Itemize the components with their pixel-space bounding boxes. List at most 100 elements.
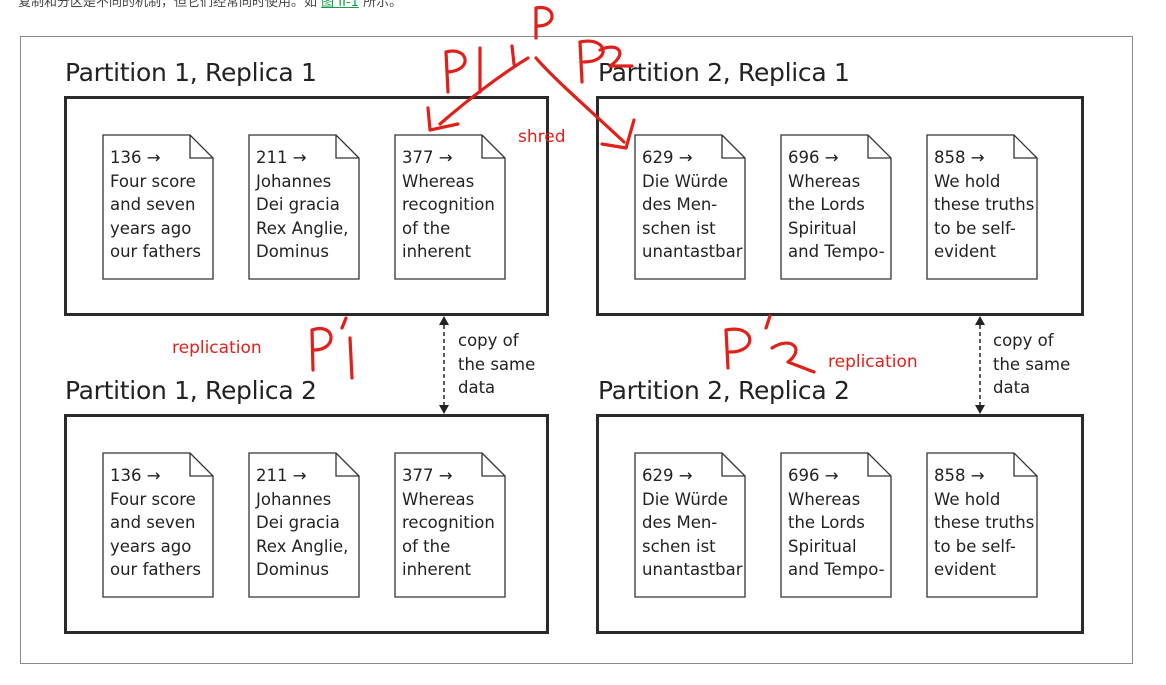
document-line: Whereas xyxy=(788,171,861,191)
document-icon xyxy=(248,452,360,598)
document-line: des Men- xyxy=(642,513,718,532)
document-line: Whereas xyxy=(788,489,861,509)
document-line: inherent xyxy=(402,560,472,579)
copy-arrow xyxy=(439,316,449,414)
document-key: 211 → xyxy=(256,148,307,167)
document-icon xyxy=(780,134,892,280)
caption-suffix: 所示。 xyxy=(363,0,403,10)
document-line: evident xyxy=(934,560,997,579)
document-line: the Lords xyxy=(788,195,865,214)
caption-prefix: 复制和分区是不同的机制，但它们经常同时使用。如 xyxy=(18,0,318,10)
document-text: 136 → Four score and seven years ago our fat… xyxy=(110,464,214,582)
partition-title: Partition 2, Replica 2 xyxy=(598,376,850,405)
document-line: Rex Anglie, xyxy=(256,218,349,238)
document-line: Johannes xyxy=(256,171,332,191)
document-line: Four score xyxy=(110,489,196,509)
document-icon xyxy=(780,452,892,598)
document-icon xyxy=(102,452,214,598)
document-line: evident xyxy=(934,242,997,261)
document-icon xyxy=(394,452,506,598)
document-icon xyxy=(634,134,746,280)
document-line: Die Würde xyxy=(642,489,728,509)
document-key: 629 → xyxy=(642,466,693,485)
replication-annotation: replication xyxy=(172,338,262,358)
partition-title: Partition 1, Replica 1 xyxy=(65,58,317,87)
document-line: unantastbar xyxy=(642,242,743,261)
document-line: years ago xyxy=(110,536,192,556)
document-line: recognition xyxy=(402,195,495,214)
document-icon xyxy=(248,134,360,280)
copy-label-line: copy of xyxy=(993,331,1054,350)
document-key: 858 → xyxy=(934,148,985,167)
document-line: our fathers xyxy=(110,242,201,261)
document-card: 136 → Four score and seven years ago our fat… xyxy=(102,452,214,598)
document-line: our fathers xyxy=(110,560,201,579)
copy-label-line: data xyxy=(993,378,1031,397)
document-card: 629 → Die Würde des Men-schen ist unantastb… xyxy=(634,452,746,598)
document-key: 696 → xyxy=(788,148,839,167)
document-key: 136 → xyxy=(110,148,161,167)
document-line: Dominus xyxy=(256,560,329,579)
document-line: Dei gracia xyxy=(256,195,340,214)
document-line: Dei gracia xyxy=(256,513,340,532)
document-line: and seven xyxy=(110,513,196,532)
document-icon xyxy=(102,134,214,280)
document-line: and seven xyxy=(110,195,196,214)
document-line: to be self- xyxy=(934,218,1016,238)
document-icon xyxy=(926,452,1038,598)
copy-label-line: the same xyxy=(993,354,1071,374)
document-line: to be self- xyxy=(934,536,1016,556)
figure-frame xyxy=(20,36,1133,664)
document-line: schen ist xyxy=(642,218,716,238)
document-key: 629 → xyxy=(642,148,693,167)
document-line: the Lords xyxy=(788,513,865,532)
copy-label: copy of the same data xyxy=(993,329,1070,400)
document-text: 629 → Die Würde des Men-schen ist unantastb… xyxy=(642,464,746,582)
document-line: of the xyxy=(402,536,451,556)
document-line: schen ist xyxy=(642,536,716,556)
copy-label-line: data xyxy=(458,378,496,397)
document-line: Johannes xyxy=(256,489,332,509)
document-line: des Men- xyxy=(642,195,718,214)
document-key: 696 → xyxy=(788,466,839,485)
document-line: of the xyxy=(402,218,451,238)
document-card: 377 → Whereas recognition of the inherent xyxy=(394,452,506,598)
document-line: Rex Anglie, xyxy=(256,536,349,556)
shred-annotation: shred xyxy=(518,127,566,147)
document-line: recognition xyxy=(402,513,495,532)
caption-text: 复制和分区是不同的机制，但它们经常同时使用。如 图 II-1 所示。 xyxy=(18,0,402,12)
document-icon xyxy=(394,134,506,280)
document-line: Whereas xyxy=(402,489,475,509)
copy-label-line: the same xyxy=(458,354,536,374)
partition-title: Partition 1, Replica 2 xyxy=(65,376,317,405)
figure-link[interactable]: 图 II-1 xyxy=(321,0,359,10)
document-line: Spiritual xyxy=(788,218,857,238)
document-line: and Tempo- xyxy=(788,242,885,261)
document-key: 377 → xyxy=(402,466,453,485)
partition-title: Partition 2, Replica 1 xyxy=(598,58,850,87)
document-line: years ago xyxy=(110,218,192,238)
document-line: unantastbar xyxy=(642,560,743,579)
document-line: Dominus xyxy=(256,242,329,261)
document-line: inherent xyxy=(402,242,472,261)
document-key: 858 → xyxy=(934,466,985,485)
copy-label: copy of the same data xyxy=(458,329,535,400)
document-key: 136 → xyxy=(110,466,161,485)
document-icon xyxy=(634,452,746,598)
document-line: We hold xyxy=(934,489,1001,509)
document-line: and Tempo- xyxy=(788,560,885,579)
document-line: Whereas xyxy=(402,171,475,191)
replication-annotation: replication xyxy=(828,352,918,372)
